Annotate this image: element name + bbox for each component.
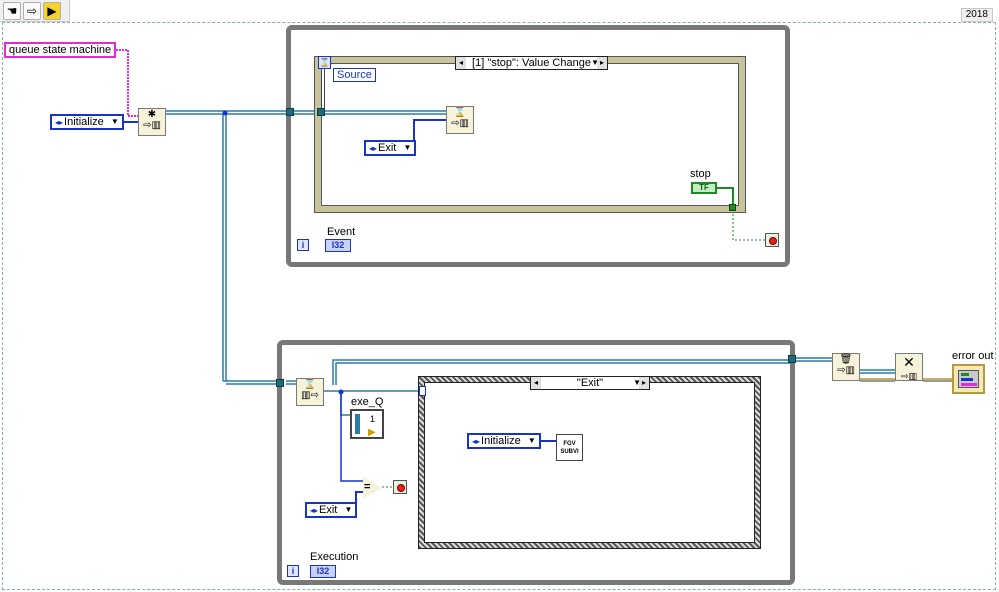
- enqueue-element-node[interactable]: ⌛⇨▥: [446, 106, 474, 134]
- event-label: Event: [327, 226, 356, 238]
- event-data-node-bar: [321, 69, 325, 109]
- release-queue-icon: 🗑⇨▥: [837, 354, 855, 376]
- obtain-queue-node[interactable]: ✱⇨▥: [138, 108, 166, 136]
- i32-text: I32: [331, 240, 345, 250]
- event-data-node-icon: ⌛: [318, 56, 331, 69]
- event-i32-indicator[interactable]: I32: [325, 239, 351, 252]
- queue-play-icon: ▶: [368, 427, 376, 438]
- enqueue-icon: ⌛⇨▥: [451, 107, 469, 129]
- destroy-queue-node[interactable]: ✕⇨▥: [895, 353, 923, 381]
- enum-increment-icon: ◂▸: [472, 437, 481, 446]
- error-out-indicator[interactable]: [952, 364, 985, 394]
- iteration-terminal-icon: i: [297, 239, 309, 251]
- exe-q-label: exe_Q: [351, 396, 384, 408]
- selector-next-icon[interactable]: ▸: [597, 57, 607, 69]
- event-selector-text: [1] "stop": Value Change: [472, 57, 591, 69]
- enum-increment-icon: ◂▸: [369, 144, 378, 153]
- selector-prev-icon[interactable]: ◂: [531, 377, 541, 389]
- tf-text: TF: [699, 183, 709, 192]
- equals-node[interactable]: [363, 477, 382, 499]
- exit-enum-constant-event[interactable]: ◂▸Exit ▼: [364, 140, 417, 156]
- chevron-down-icon: ▼: [403, 143, 412, 152]
- fgv-subvi-line2: SUBVI: [560, 449, 579, 455]
- stop-boolean-terminal[interactable]: TF: [691, 182, 717, 194]
- dequeue-element-node[interactable]: ⌛▥⇨: [296, 378, 324, 406]
- enum-increment-icon: ◂▸: [310, 506, 319, 515]
- event-while-loop[interactable]: [286, 25, 790, 267]
- obtain-queue-icon: ✱⇨▥: [143, 109, 161, 131]
- element-count-text: 1: [370, 414, 376, 424]
- enum-text: Initialize: [481, 435, 521, 447]
- chevron-down-icon: ▼: [591, 58, 599, 67]
- event-output-tunnel: [729, 204, 736, 211]
- stop-label: stop: [690, 168, 711, 180]
- chevron-down-icon: ▼: [633, 378, 641, 387]
- event-loop-stop-terminal[interactable]: [765, 233, 779, 247]
- execution-i32-indicator[interactable]: I32: [310, 565, 336, 578]
- block-diagram-toolbar: ☚ ⇨ ▶: [0, 0, 70, 22]
- case-selector[interactable]: ◂ "Exit" ▼ ▸: [530, 376, 650, 390]
- enum-increment-icon: ◂▸: [55, 118, 64, 127]
- enum-text: Exit: [378, 142, 397, 154]
- error-cluster-icon: [958, 370, 979, 388]
- while-loop-tunnel-in: [286, 108, 294, 116]
- selector-prev-icon[interactable]: ◂: [456, 57, 466, 69]
- hand-icon[interactable]: ☚: [3, 2, 21, 20]
- enum-text: Exit: [319, 504, 338, 516]
- event-source-terminal[interactable]: Source: [333, 68, 376, 82]
- execution-tunnel-in: [276, 379, 284, 387]
- enum-text: Initialize: [64, 116, 104, 128]
- labview-logo-icon[interactable]: ▶: [43, 2, 61, 20]
- event-structure[interactable]: [314, 56, 746, 213]
- case-selector-text: "Exit": [576, 377, 604, 389]
- release-queue-node[interactable]: 🗑⇨▥: [832, 353, 860, 381]
- equals-symbol: =: [364, 481, 371, 493]
- i32-text: I32: [316, 566, 330, 576]
- queue-refnum-icon: [355, 414, 360, 434]
- case-selector-terminal: [419, 386, 426, 396]
- arrow-right-icon[interactable]: ⇨: [23, 2, 41, 20]
- chevron-down-icon: ▼: [344, 505, 353, 514]
- close-icon: ✕: [903, 354, 915, 370]
- initialize-enum-constant-case[interactable]: ◂▸Initialize ▼: [467, 433, 541, 449]
- block-diagram-frame: [2, 22, 996, 590]
- execution-loop-stop-terminal[interactable]: [393, 480, 407, 494]
- source-text: Source: [337, 69, 372, 81]
- event-selector[interactable]: ◂ [1] "stop": Value Change ▼ ▸: [455, 56, 608, 70]
- version-badge: 2018: [960, 8, 993, 22]
- fgv-subvi-line1: FGV: [563, 441, 576, 447]
- initialize-enum-constant[interactable]: ◂▸Initialize ▼: [50, 114, 124, 130]
- chevron-down-icon: ▼: [527, 436, 536, 445]
- execution-while-loop[interactable]: [277, 340, 795, 585]
- iteration-terminal-icon: i: [287, 565, 299, 577]
- execution-label: Execution: [310, 551, 359, 563]
- selector-next-icon[interactable]: ▸: [639, 377, 649, 389]
- chevron-down-icon: ▼: [110, 117, 119, 126]
- event-tunnel: [317, 108, 325, 116]
- queue-name-string-constant[interactable]: queue state machine: [4, 42, 117, 58]
- case-structure[interactable]: [418, 376, 761, 549]
- exe-q-indicator[interactable]: 1 ▶: [350, 409, 384, 439]
- execution-tunnel-out: [788, 355, 796, 363]
- fgv-subvi[interactable]: FGV SUBVI: [556, 434, 583, 461]
- dequeue-icon: ⌛▥⇨: [301, 379, 319, 401]
- queue-name-text: queue state machine: [9, 44, 112, 56]
- exit-enum-constant-compare[interactable]: ◂▸Exit ▼: [305, 502, 358, 518]
- error-out-label: error out: [952, 350, 994, 362]
